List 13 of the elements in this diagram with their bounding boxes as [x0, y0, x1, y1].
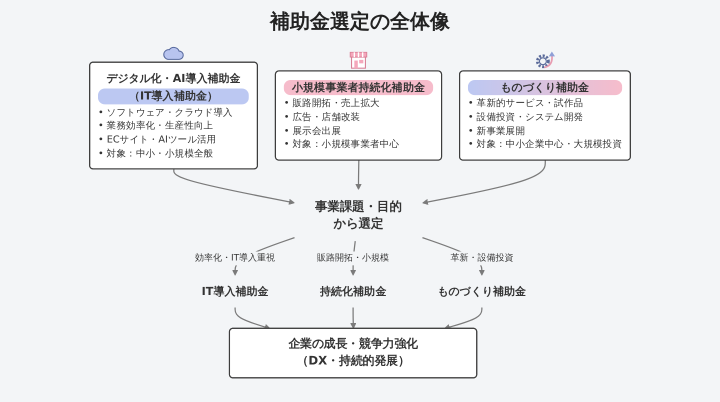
arrow: [234, 308, 271, 330]
arrow: [422, 160, 546, 205]
node-text: 事業課題・目的から選定: [314, 199, 402, 232]
node-text: 持続化補助金: [320, 284, 386, 298]
node-text: ものづくり補助金: [438, 284, 526, 298]
edge-label: 販路開拓・小規模: [317, 252, 390, 264]
arrow: [355, 160, 362, 190]
edge-label: 効率化・IT導入重視: [195, 252, 276, 264]
edge-label: 革新・設備投資: [450, 252, 514, 264]
arrow: [350, 308, 356, 329]
arrow: [173, 169, 295, 205]
diagram-title: 補助金選定の全体像: [268, 8, 451, 35]
node-text: IT導入補助金: [202, 284, 269, 298]
